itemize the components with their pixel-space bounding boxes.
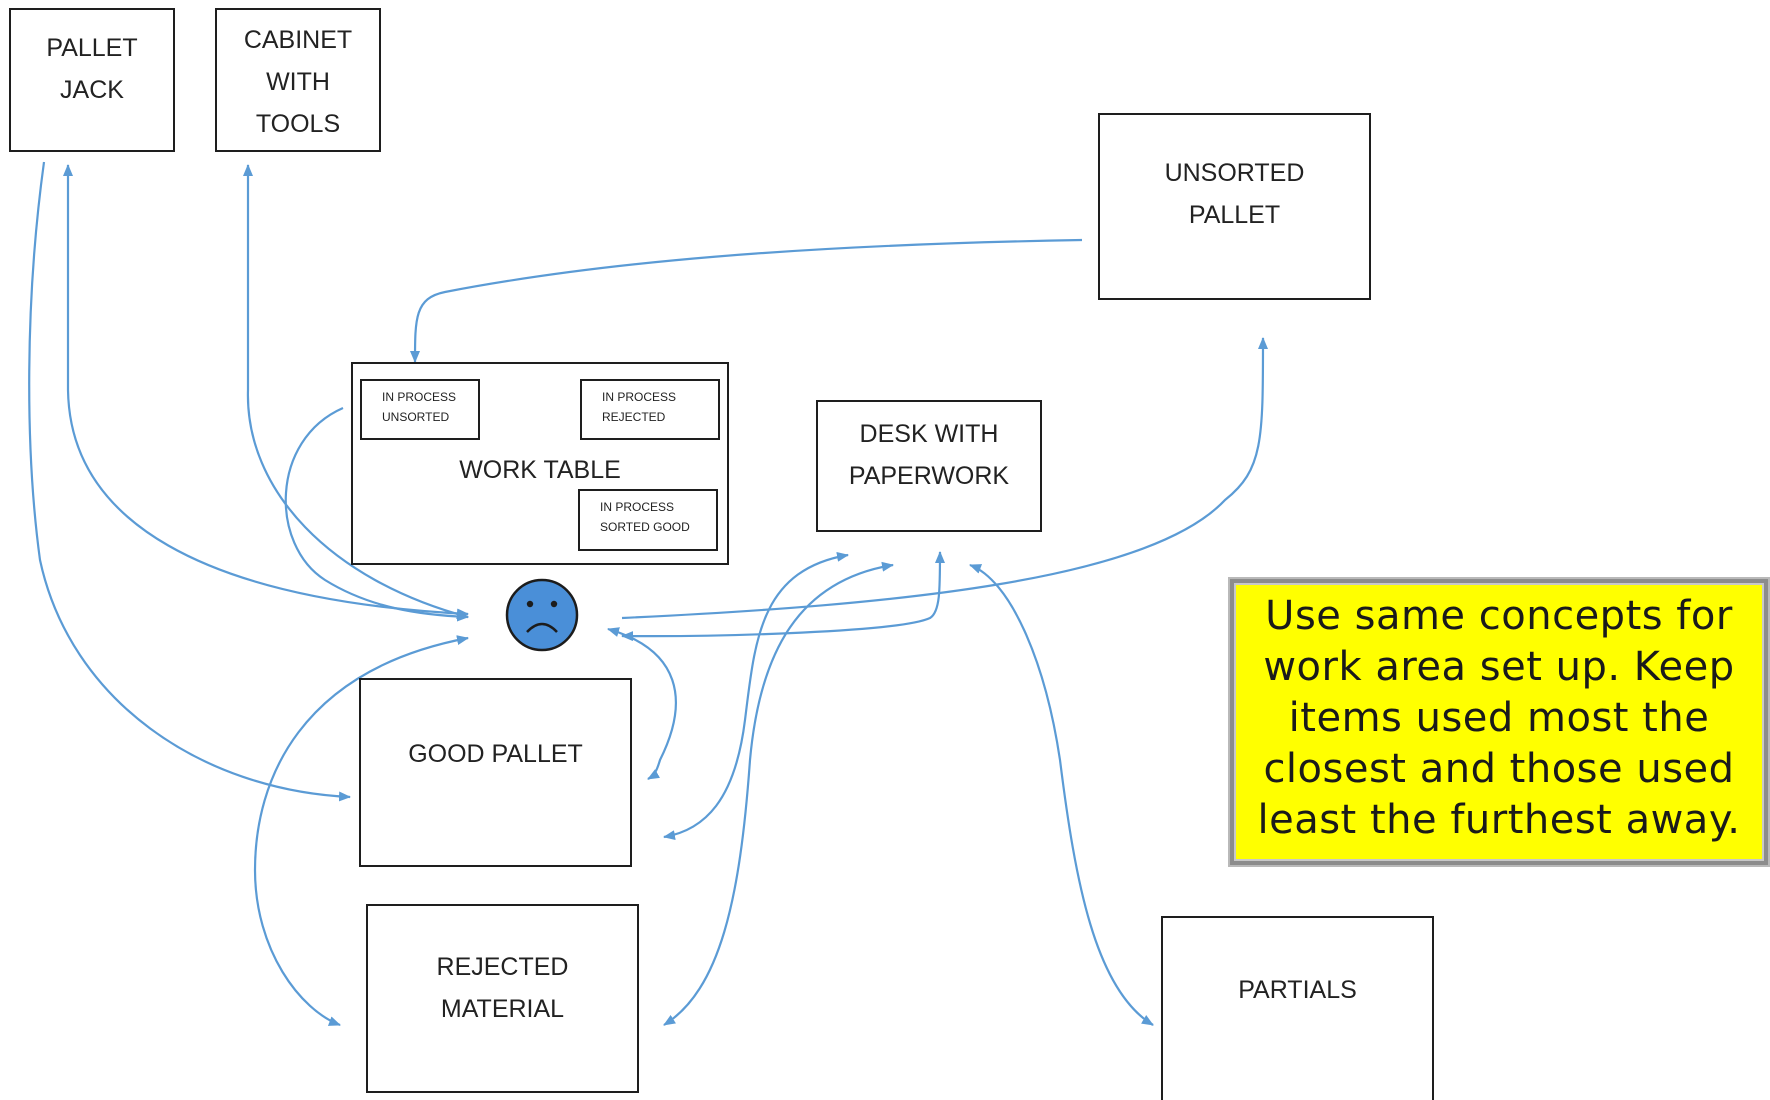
arrow-desk-partials — [969, 563, 1154, 1026]
sad-face-icon — [505, 578, 579, 652]
guidance-note: Use same concepts for work area set up. … — [1230, 579, 1768, 865]
unsorted-pallet-label: UNSORTED PALLET — [1164, 159, 1305, 229]
in-process-sorted-good-bin: IN PROCESS SORTED GOOD — [578, 489, 718, 551]
rejected-material-label: REJECTED MATERIAL — [436, 953, 569, 1023]
cabinet-label: CABINET WITH TOOLS — [243, 26, 353, 138]
in-process-rejected-bin: IN PROCESS REJECTED — [580, 379, 720, 440]
partials-label: PARTIALS — [1238, 976, 1357, 1004]
arrow-desk-rejected — [663, 561, 894, 1026]
arrow-table-to-worker — [284, 406, 469, 622]
pallet-jack-label: PALLET JACK — [46, 34, 138, 104]
work-table-box: WORK TABLE IN PROCESS UNSORTED IN PROCES… — [351, 362, 729, 565]
cabinet-with-tools-box: CABINET WITH TOOLS — [215, 8, 381, 152]
arrow-pallet-jack-good-pallet — [28, 161, 351, 802]
good-pallet-label: GOOD PALLET — [408, 740, 583, 768]
partials-box: PARTIALS — [1161, 916, 1434, 1100]
good-pallet-box: GOOD PALLET — [359, 678, 632, 867]
work-table-label: WORK TABLE — [459, 456, 621, 484]
rejected-material-box: REJECTED MATERIAL — [366, 904, 639, 1093]
arrow-unsorted-to-work-table — [410, 238, 1083, 363]
arrow-worker-cabinet — [243, 164, 469, 619]
in-process-unsorted-bin: IN PROCESS UNSORTED — [360, 379, 480, 440]
desk-with-paperwork-box: DESK WITH PAPERWORK — [816, 400, 1042, 532]
desk-label: DESK WITH PAPERWORK — [848, 420, 1010, 490]
pallet-jack-box: PALLET JACK — [9, 8, 175, 152]
arrow-desk-good-pallet — [663, 551, 849, 841]
unsorted-pallet-box: UNSORTED PALLET — [1098, 113, 1371, 300]
arrow-worker-rejected — [253, 635, 469, 1027]
